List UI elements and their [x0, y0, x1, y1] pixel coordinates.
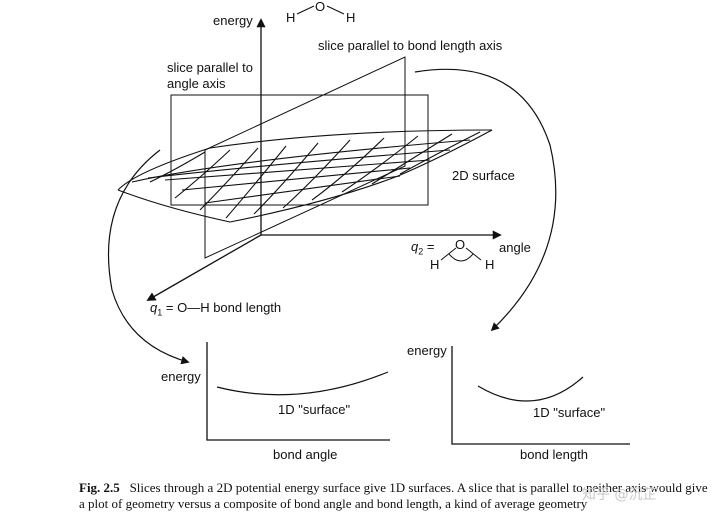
angle-h-left: H — [430, 257, 440, 272]
q2-equals: = — [426, 239, 435, 254]
q2-label: q2 = — [411, 239, 434, 260]
h2o-bond-left — [296, 5, 315, 15]
caption-text: Slices through a 2D potential energy sur… — [79, 480, 708, 511]
q1-axis-line — [146, 234, 262, 301]
energy-axis-label: energy — [213, 13, 253, 28]
right-plot-curve — [477, 376, 584, 402]
left-plot-axes — [206, 342, 390, 441]
watermark: 知乎 @沉芷 — [582, 487, 657, 503]
h2o-o: O — [315, 0, 326, 14]
slice-angle-label-line2: angle axis — [167, 76, 226, 91]
q2-symbol: q — [411, 239, 419, 254]
left-plot-energy-label: energy — [161, 369, 201, 384]
angle-arc — [448, 253, 474, 262]
angle-axis-label: angle — [499, 240, 531, 255]
q1-label: q1 = O—H bond length — [150, 300, 281, 321]
angle-bond-left — [440, 247, 457, 261]
left-plot-1d-label: 1D "surface" — [278, 402, 351, 417]
angle-h-right: H — [485, 257, 495, 272]
figure-caption: Fig. 2.5 Slices through a 2D potential e… — [79, 480, 709, 512]
right-plot-axes — [451, 346, 630, 445]
right-plot-1d-label: 1D "surface" — [533, 405, 606, 420]
h2o-h-right: H — [346, 10, 356, 25]
arrow-to-right-plot — [414, 68, 557, 332]
arrow-to-left-plot — [107, 149, 190, 365]
angle-o: O — [455, 237, 466, 252]
surface-mesh — [117, 129, 493, 223]
q1-text: = O—H bond length — [165, 300, 282, 315]
h2o-bond-right — [326, 5, 345, 15]
caption-figure-label: Fig. 2.5 — [79, 480, 120, 495]
slice-angle-label-line1: slice parallel to — [167, 60, 253, 75]
q1-symbol: q — [150, 300, 158, 315]
slice-bond-length-plane — [204, 56, 406, 259]
left-plot-curve — [216, 371, 389, 396]
h2o-h-left: H — [286, 10, 296, 25]
bond-angle-label: bond angle — [273, 447, 338, 462]
q1-subscript: 1 — [157, 307, 163, 318]
bond-length-label: bond length — [520, 447, 588, 462]
slice-bond-length-label: slice parallel to bond length axis — [318, 38, 503, 53]
slice-angle-plane — [170, 94, 429, 206]
angle-bond-right — [465, 247, 482, 261]
right-plot-energy-label: energy — [407, 343, 447, 358]
q2-subscript: 2 — [418, 246, 424, 257]
diagram-graphics — [107, 5, 630, 445]
surface-2d-label: 2D surface — [452, 168, 515, 183]
